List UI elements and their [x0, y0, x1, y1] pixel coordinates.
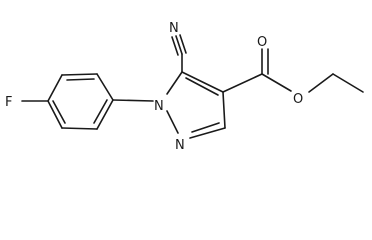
bond-c5-c4	[181, 71, 224, 93]
triple-bond-line	[179, 34, 187, 54]
bond	[47, 74, 63, 102]
bond-c3-n2	[189, 127, 226, 139]
atom-fluorine: F	[5, 95, 12, 110]
fluorophenyl-ring	[47, 73, 114, 130]
bond	[61, 127, 98, 130]
atom-ester-ether-oxygen: O	[293, 92, 303, 107]
ester-group	[222, 48, 364, 93]
bond-n2-n1	[166, 110, 179, 134]
atom-ester-carbonyl-oxygen: O	[257, 35, 267, 50]
bond-c3-n2-double	[191, 122, 220, 133]
bond	[47, 100, 63, 129]
bond	[96, 73, 114, 101]
bond-aryl-n1	[112, 99, 154, 102]
bond-c4-carbonyl	[222, 73, 263, 93]
bond	[96, 99, 114, 130]
atom-nitrile-nitrogen: N	[169, 21, 179, 36]
atom-pyrazole-n2: N	[175, 138, 185, 153]
bond-n1-c5	[166, 71, 183, 95]
bond-inner	[52, 100, 66, 124]
bond	[61, 73, 98, 76]
triple-bond-line	[171, 36, 179, 56]
triple-bond-line	[175, 35, 183, 55]
pyrazole-ring	[166, 71, 226, 139]
bond-ch2-ch3	[332, 73, 364, 93]
bond-inner	[66, 78, 95, 81]
bond-o-ch2	[308, 73, 334, 93]
bond-c4-c3	[222, 91, 226, 129]
structure-diagram: F N N N O O	[5, 21, 364, 153]
bond-c-o-single	[261, 73, 292, 92]
atom-pyrazole-n1: N	[154, 99, 164, 114]
bond-inner	[93, 99, 108, 124]
nitrile-group	[171, 34, 187, 73]
bond-c5-c4-double	[185, 77, 219, 96]
molecule-drawing: F N N N O O	[5, 21, 364, 153]
